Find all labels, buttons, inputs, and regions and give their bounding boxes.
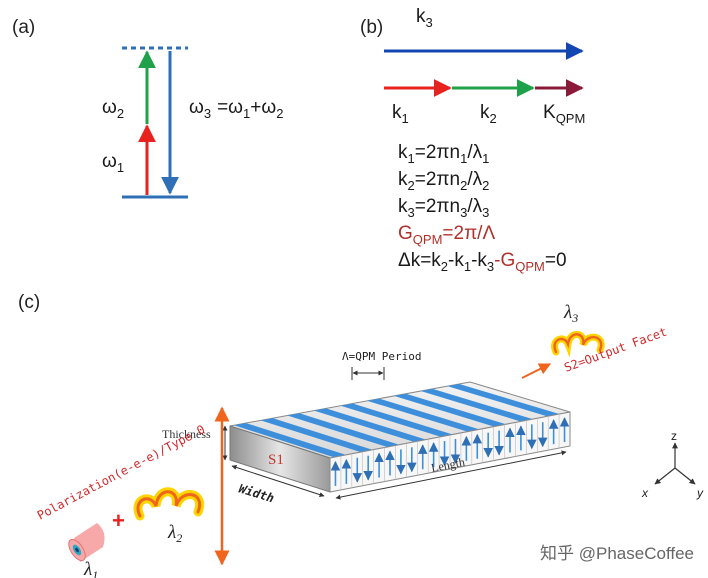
equation-k1: k1=2πn1/λ1 bbox=[398, 142, 489, 166]
width-label: Width bbox=[237, 481, 276, 505]
k1-label: k1 bbox=[392, 102, 409, 126]
omega2-label: ω2 bbox=[102, 97, 124, 121]
poling-stripe bbox=[367, 398, 480, 432]
length-dimension bbox=[335, 450, 567, 500]
equation-gqpm: GQPM=2π/Λ bbox=[398, 223, 495, 247]
lambda1-label: λ1 bbox=[83, 559, 98, 578]
width-dimension bbox=[231, 465, 325, 497]
pump-beam-icon bbox=[68, 523, 105, 562]
equation-phase-matching: Δk=k2-k1-k3-GQPM=0 bbox=[398, 250, 567, 274]
plus-sign: + bbox=[112, 508, 125, 533]
poling-stripe bbox=[447, 383, 560, 417]
s1-label: S1 bbox=[268, 452, 284, 468]
panel-c: (c) Thickness S1 Width Length Λ=QPM Peri… bbox=[18, 292, 704, 578]
panel-a-label: (a) bbox=[12, 17, 35, 38]
poling-stripe bbox=[394, 393, 506, 427]
panel-c-label: (c) bbox=[18, 292, 40, 313]
thickness-label: Thickness bbox=[162, 427, 211, 441]
length-label: Length bbox=[430, 455, 466, 475]
lambda2-wave-icon bbox=[133, 487, 205, 524]
watermark: 知乎 @PhaseCoffee bbox=[540, 544, 694, 563]
x-axis-label: x bbox=[641, 486, 649, 500]
omega1-label: ω1 bbox=[102, 151, 124, 175]
x-axis bbox=[654, 467, 676, 485]
k3-label: k3 bbox=[416, 6, 433, 30]
coordinate-axes: z x y bbox=[641, 429, 704, 500]
y-axis-label: y bbox=[696, 486, 704, 500]
equation-k2: k2=2πn2/λ2 bbox=[398, 169, 489, 193]
omega3-equation: ω3=ω1+ω2 bbox=[189, 97, 283, 121]
lambda2-label: λ2 bbox=[167, 522, 182, 545]
y-axis bbox=[674, 467, 696, 485]
kqpm-label: KQPM bbox=[543, 102, 585, 126]
poling-stripes bbox=[234, 383, 560, 458]
poling-stripe bbox=[287, 413, 400, 448]
z-axis-label: z bbox=[671, 429, 677, 443]
lambda3-label: λ3 bbox=[563, 302, 578, 325]
equation-k3: k3=2πn3/λ3 bbox=[398, 196, 489, 220]
lambda3-wave-icon bbox=[551, 330, 605, 358]
panel-a: (a) ω1 ω2 ω3=ω1+ω2 bbox=[12, 17, 283, 199]
poling-stripe bbox=[234, 423, 346, 458]
poling-stripe bbox=[314, 408, 426, 442]
panel-b: (b) k3 k1 k2 KQPM k1=2πn1/λ1 k2=2πn2/λ2 … bbox=[360, 6, 585, 274]
output-beam-arrow bbox=[521, 363, 552, 379]
qpm-period-label: Λ=QPM Period bbox=[342, 350, 421, 363]
poling-stripe bbox=[260, 418, 373, 453]
poling-stripe bbox=[420, 388, 533, 422]
poling-stripe bbox=[340, 403, 453, 437]
k2-label: k2 bbox=[480, 102, 497, 126]
panel-b-label: (b) bbox=[360, 17, 383, 38]
